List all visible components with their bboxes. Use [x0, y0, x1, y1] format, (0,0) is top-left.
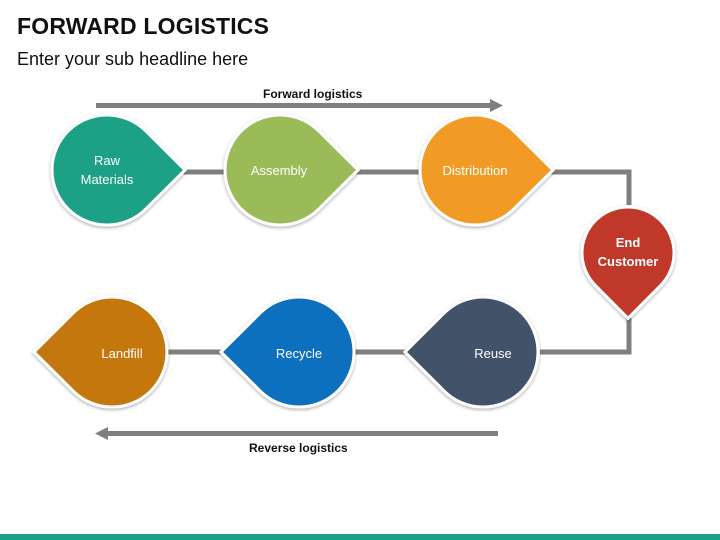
node-distribution[interactable]: Distribution — [442, 162, 508, 178]
node-label-line: Customer — [597, 254, 659, 269]
page-subtitle: Enter your sub headline here — [17, 49, 249, 69]
footer-bar — [0, 534, 720, 540]
node-reuse[interactable]: Reuse — [474, 345, 512, 361]
node-shape-landfill[interactable] — [31, 295, 169, 409]
node-assembly[interactable]: Assembly — [250, 162, 308, 178]
node-shape-end-customer[interactable] — [580, 205, 676, 321]
node-shape-reuse[interactable] — [402, 295, 540, 409]
node-shape-distribution[interactable] — [418, 113, 556, 227]
node-landfill[interactable]: Landfill — [101, 345, 143, 361]
node-recycle[interactable]: Recycle — [275, 345, 323, 361]
node-label-line: Raw — [93, 153, 120, 168]
node-label-line: Materials — [80, 172, 134, 187]
reverse-logistics-arrow — [95, 427, 498, 440]
forward-logistics-arrow — [96, 99, 503, 112]
node-shape-assembly[interactable] — [223, 113, 361, 227]
node-label-line: End — [615, 235, 641, 250]
forward-logistics-label: Forward logistics — [263, 87, 363, 101]
node-shape-recycle[interactable] — [218, 295, 356, 409]
reverse-logistics-label: Reverse logistics — [249, 441, 348, 455]
node-shape-raw-materials[interactable] — [50, 113, 188, 227]
connector-customer-reuse — [540, 318, 632, 355]
page-title: FORWARD LOGISTICS — [17, 13, 270, 39]
connector-distribution-customer — [537, 169, 632, 205]
